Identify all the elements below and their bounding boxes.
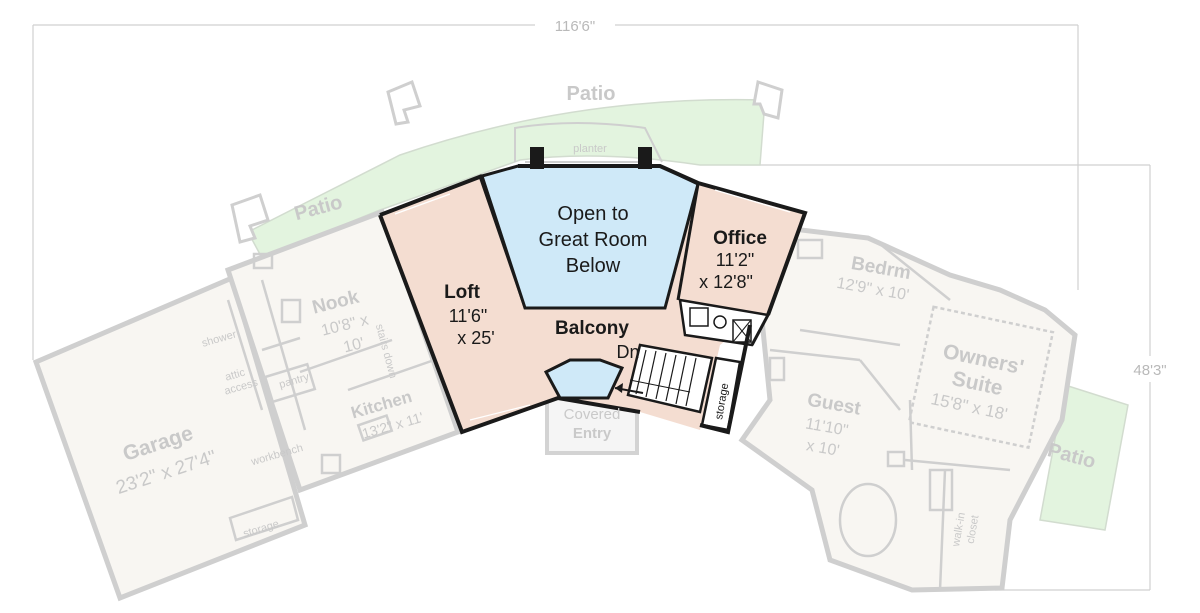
- covered-entry-line1: Covered: [564, 406, 621, 423]
- right-wing-outline: [738, 222, 1078, 593]
- depth-dimension-label: 48'3": [1133, 362, 1166, 379]
- balcony-label: Balcony: [555, 318, 629, 339]
- depth-dimension: 48'3": [740, 164, 1176, 591]
- guest-size-line2: x 10': [805, 437, 841, 460]
- nook-kitchen-block: [224, 208, 462, 494]
- left-wing: [32, 208, 462, 602]
- upper-floor-walls: [378, 164, 808, 435]
- pier-top-right: [752, 80, 784, 120]
- planter-label: planter: [573, 143, 607, 155]
- open-to-label-line1: Open to: [557, 203, 628, 225]
- right-wing: [738, 222, 1078, 593]
- pier-top-left: [386, 79, 422, 126]
- width-dimension: 116'6": [32, 14, 1079, 360]
- loft-size-line1: 11'6": [449, 306, 488, 326]
- upper-floor: [378, 147, 808, 435]
- garage: [32, 274, 309, 602]
- chimney-left: [530, 147, 544, 169]
- office-room: [678, 184, 805, 315]
- chimney-right: [638, 147, 652, 169]
- width-dimension-label: 116'6": [555, 18, 595, 35]
- office-size-line1: 11'2": [716, 250, 755, 270]
- stairs-down-label: Dn: [616, 342, 639, 362]
- loft-label: Loft: [444, 282, 481, 303]
- loft-size-line2: x 25': [457, 328, 494, 348]
- patio-top-label: Patio: [567, 83, 616, 105]
- open-to-label-line2: Great Room: [539, 229, 648, 251]
- attic-access-line1: attic: [224, 366, 247, 383]
- open-to-label-line3: Below: [566, 255, 621, 277]
- covered-entry-line2: Entry: [573, 425, 612, 442]
- office-size-line2: x 12'8": [699, 272, 753, 292]
- balcony-bump: [543, 358, 625, 400]
- walk-in-closet-line2: closet: [965, 514, 982, 544]
- nook-size-line2: 10': [342, 335, 366, 357]
- planter: [514, 122, 663, 163]
- pier-left: [230, 193, 270, 244]
- stairs: [614, 343, 714, 414]
- office-label: Office: [713, 228, 767, 249]
